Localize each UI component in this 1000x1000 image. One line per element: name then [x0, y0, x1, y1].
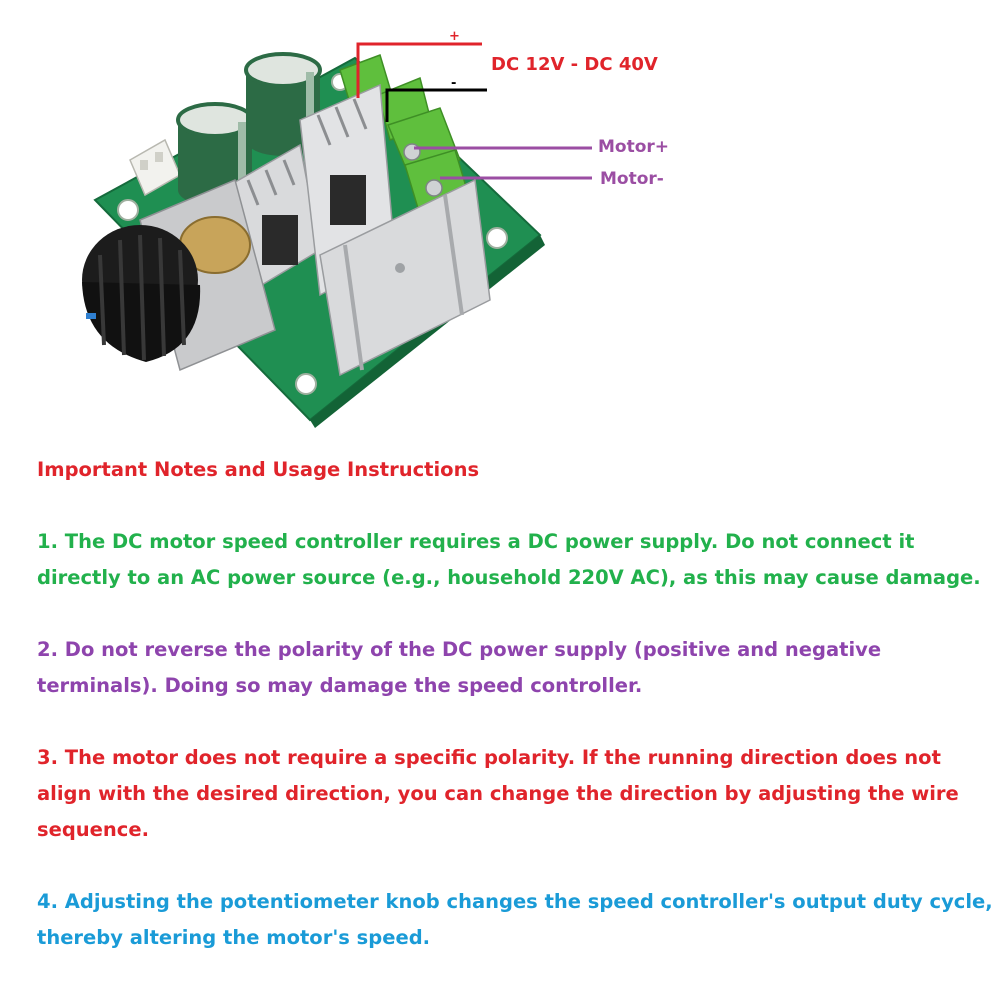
- note-motor-direction: 3. The motor does not require a specific…: [37, 746, 959, 841]
- notes-heading: Important Notes and Usage Instructions: [37, 458, 480, 481]
- note-potentiometer: 4. Adjusting the potentiometer knob chan…: [37, 890, 993, 949]
- motor-wires: [414, 146, 592, 180]
- potentiometer-knob-icon: [82, 225, 201, 362]
- mounting-hole: [486, 227, 508, 249]
- screw-icon: [403, 143, 421, 161]
- motor-negative-label: Motor-: [600, 169, 664, 189]
- minus-symbol: -: [451, 76, 456, 91]
- motor-positive-label: Motor+: [598, 137, 670, 157]
- speed-controller-diagram: + -: [82, 29, 592, 428]
- power-wires: [356, 42, 487, 122]
- white-connector: [129, 138, 181, 197]
- usage-notes: Important Notes and Usage Instructions 1…: [37, 452, 997, 992]
- negative-wire: [385, 88, 487, 122]
- mounting-hole: [295, 373, 317, 395]
- screw-icon: [395, 263, 405, 273]
- mosfet: [330, 175, 366, 225]
- plus-symbol: +: [449, 29, 460, 44]
- positive-wire: [356, 42, 482, 98]
- mosfet: [262, 215, 298, 265]
- large-heatsink: [319, 178, 491, 377]
- note-polarity: 2. Do not reverse the polarity of the DC…: [37, 638, 882, 697]
- knob-marker: [86, 313, 96, 319]
- mounting-hole: [117, 199, 139, 221]
- power-supply-label: DC 12V - DC 40V: [491, 54, 658, 75]
- screw-icon: [425, 179, 443, 197]
- note-dc-supply: 1. The DC motor speed controller require…: [37, 530, 981, 589]
